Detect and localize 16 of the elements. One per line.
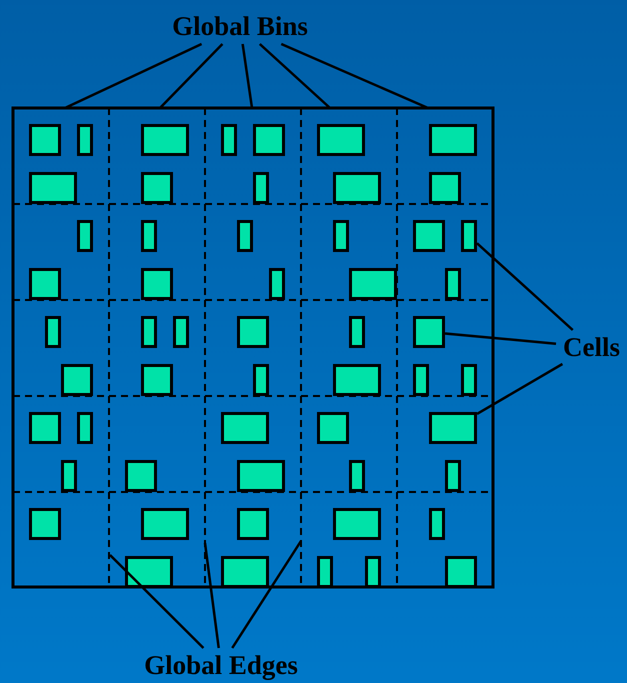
heading-label: Global Bins bbox=[158, 8, 322, 44]
leader-line bbox=[280, 42, 428, 110]
leader-line bbox=[64, 42, 202, 110]
leader-line bbox=[258, 43, 331, 109]
callout-label: Global Edges bbox=[126, 648, 316, 683]
leader-line bbox=[159, 43, 224, 109]
cell-block bbox=[461, 220, 477, 252]
leader-line bbox=[109, 554, 204, 649]
leader-line bbox=[444, 332, 556, 345]
leader-line bbox=[476, 362, 564, 416]
cell-block bbox=[413, 316, 445, 348]
leader-line bbox=[241, 44, 254, 108]
callout-label: Cells bbox=[556, 330, 627, 364]
leader-line bbox=[476, 242, 574, 331]
leader-line bbox=[204, 542, 220, 648]
cell-block bbox=[429, 412, 477, 444]
